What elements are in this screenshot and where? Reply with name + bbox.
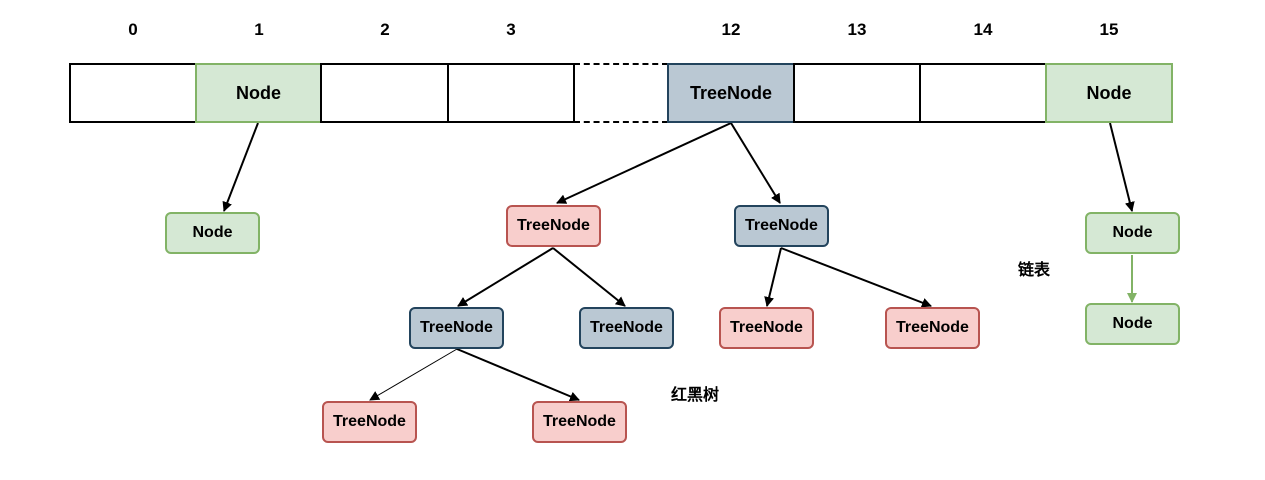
arrow-right-to-rl <box>764 247 782 307</box>
arrow-bucket12-right <box>730 122 781 204</box>
bucket-index: 3 <box>506 20 516 39</box>
tree-node-black: TreeNode <box>409 307 504 349</box>
red-black-tree-label: 红黑树 <box>671 387 720 404</box>
chain-node: Node <box>1085 303 1180 345</box>
arrow-bucket1-node <box>222 122 259 212</box>
tree-node-red: TreeNode <box>885 307 980 349</box>
bucket-index: 14 <box>973 20 993 39</box>
tree-node-black: TreeNode <box>734 205 829 247</box>
bucket-cell-treenode: TreeNode <box>667 63 795 123</box>
bucket-cell <box>320 63 449 123</box>
arrow-bucket15-node <box>1109 122 1135 212</box>
bucket-cell <box>793 63 921 123</box>
bucket-index: 13 <box>847 20 867 39</box>
arrow-right-to-rr <box>780 247 932 308</box>
arrow-left-to-lr <box>552 247 626 307</box>
bucket-cell <box>69 63 197 123</box>
bucket-cell-node: Node <box>1045 63 1173 123</box>
bucket-index: 0 <box>128 20 138 39</box>
arrow-bucket12-left <box>556 122 732 204</box>
bucket-cell-node: Node <box>195 63 322 123</box>
arrow-ll-to-lll <box>369 348 458 401</box>
linked-list-label: 链表 <box>1018 262 1051 279</box>
arrow-left-to-ll <box>457 247 554 307</box>
tree-node-red: TreeNode <box>719 307 814 349</box>
arrow-ll-to-llr <box>456 348 580 402</box>
tree-node-red: TreeNode <box>532 401 627 443</box>
bucket-index: 1 <box>254 20 264 39</box>
bucket-cell <box>447 63 575 123</box>
chain-node: Node <box>1085 212 1180 254</box>
ellipsis-cells <box>574 63 668 123</box>
bucket-index: 2 <box>380 20 390 39</box>
tree-node-black: TreeNode <box>579 307 674 349</box>
bucket-index: 12 <box>721 20 741 39</box>
tree-node-red: TreeNode <box>322 401 417 443</box>
chain-node: Node <box>165 212 260 254</box>
bucket-cell <box>919 63 1047 123</box>
tree-node-red: TreeNode <box>506 205 601 247</box>
bucket-index: 15 <box>1099 20 1119 39</box>
